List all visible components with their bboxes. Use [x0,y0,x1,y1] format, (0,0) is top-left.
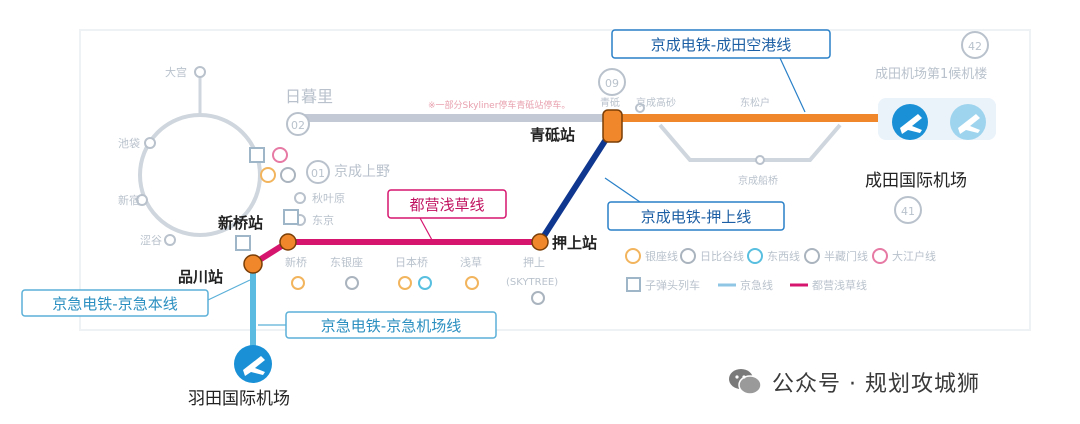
shibuya-label: 涩谷 [140,234,162,247]
narita-plane-glyph [900,114,922,134]
skytree-label: (SKYTREE) [506,277,558,288]
aoto-station-label: 青砥站 [530,126,575,144]
aoto-small-label: 青砥 [600,96,620,109]
legend-bullet-icon [626,277,641,292]
legend-tozai-icon [747,248,763,264]
keisei-ueno-code-badge [306,160,330,184]
toei-asakusa-callout-leader [419,217,433,241]
asakusa-small-label: 浅草 [460,256,482,269]
hanzomon-transfer-icon [531,291,545,305]
narita-t1-label: 成田机场第1候机楼 [875,67,987,82]
toei-asakusa-callout-text: 都营浅草线 [409,196,484,214]
keisei-oshiage-callout-leader [604,177,641,203]
akihabara-station-dot [294,192,306,204]
ikebukuro-station-dot [144,137,156,149]
keisei-narita-callout [611,29,831,59]
ginza-transfer-icon-1 [291,276,305,290]
narita-plane-glyph-2 [958,114,980,134]
keisei-oshiage-callout [607,201,785,231]
narita-t2-code: 41 [901,205,915,218]
legend-oedo: 大江户线 [892,249,936,263]
aoto-station-marker [602,109,623,143]
nippori-label: 日暮里 [285,87,333,106]
tokyo-label: 东京 [312,213,334,227]
oshiage-small-label: 押上 [523,255,545,269]
oshiage-station-label: 押上站 [552,234,597,252]
shinagawa-station-marker [243,254,263,274]
bullet-train-icon [249,147,265,163]
legend-oedo-icon [872,248,888,264]
narita-t1-code: 42 [968,40,982,53]
legend-ginza: 银座线 [645,249,678,263]
watermark-text: 公众号 · 规划攻城狮 [772,372,980,397]
ikebukuro-label: 池袋 [118,136,140,150]
legend-hanzomon: 半藏门线 [824,249,868,263]
keisei-funabashi-dot [755,155,765,165]
legend-bullet: 子弹头列车 [645,278,700,292]
keisei-narita-callout-text: 京成电铁-成田空港线 [651,36,791,54]
shinjuku-label: 新宿 [118,193,140,207]
keisei-oshiage-callout-text: 京成电铁-押上线 [641,208,751,226]
ginza-transfer-icon-2 [398,276,412,290]
map-legend: 银座线 日比谷线 东西线 半藏门线 大江户线 子弹头列车 京急线 都营浅草线 [625,248,936,292]
shinjuku-station-dot [136,194,148,206]
keikyu-main-callout-text: 京急电铁-京急本线 [52,295,177,313]
map-frame [79,29,1031,331]
haneda-airport-label: 羽田国际机场 [188,389,290,409]
hibiya-line-icon [280,167,296,183]
higashi-matsudo-label: 东松户 [740,96,770,109]
legend-ginza-icon [625,248,641,264]
keisei-takasago-dot [635,103,645,113]
haneda-plane-glyph [243,356,265,376]
tozai-transfer-icon [418,276,432,290]
aoto-code-badge [598,68,626,96]
legend-hibiya: 日比谷线 [700,249,744,263]
narita-t1-code-badge [961,31,989,59]
ginza-line-icon [260,167,276,183]
legend-tozai: 东西线 [767,249,800,263]
shibuya-station-dot [164,234,176,246]
keikyu-airport-callout-text: 京急电铁-京急机场线 [321,317,461,335]
keisei-takasago-label: 京成高砂 [636,96,676,109]
nippori-code: 02 [291,119,305,132]
legend-toei: 都营浅草线 [812,278,867,292]
bullet-train-icon-3 [235,235,251,251]
akihabara-label: 秋叶原 [312,191,345,205]
oedo-line-icon [272,147,288,163]
skyliner-note: ※一部分Skyliner停车青砥站停车。 [428,99,570,111]
narita-t2-code-badge [894,196,922,224]
asakusa-faint-stations: 新桥 东银座 日本桥 浅草 押上 (SKYTREE) [285,255,558,305]
narita-airport-label: 成田国际机场 [865,171,967,191]
keikyu-main-callout [21,289,209,317]
hibiya-transfer-icon [345,276,359,290]
ginza-transfer-icon-3 [465,276,479,290]
legend-hibiya-icon [680,248,696,264]
higashi-ginza-label: 东银座 [330,255,363,269]
keisei-narita-callout-leader [779,57,806,113]
keikyu-main-callout-leader [207,279,251,301]
oshiage-station-marker [531,233,549,251]
omiya-station-dot [194,66,206,78]
shinagawa-station-label: 品川站 [178,268,223,286]
keisei-funabashi-label: 京成船桥 [738,174,778,187]
keisei-ueno-label: 京成上野 [334,164,390,180]
toei-asakusa-callout [387,189,507,219]
shimbashi-small-label: 新桥 [285,255,307,269]
omiya-label: 大宫 [165,65,187,79]
keisei-oshiage-line [537,128,615,244]
wechat-icon [729,369,762,395]
keisei-ueno-code: 01 [311,167,325,180]
shimbashi-station-marker [279,233,297,251]
shimbashi-station-label: 新桥站 [218,214,263,232]
legend-jingyu: 京急线 [740,278,773,292]
watermark: 公众号 · 规划攻城狮 [728,366,980,398]
bullet-train-icon-2 [283,209,299,225]
nihombashi-label: 日本桥 [395,255,428,269]
aoto-code: 09 [605,77,619,90]
keisei-main-loop [658,123,842,162]
nippori-code-badge [286,112,310,136]
legend-hanzomon-icon [804,248,820,264]
